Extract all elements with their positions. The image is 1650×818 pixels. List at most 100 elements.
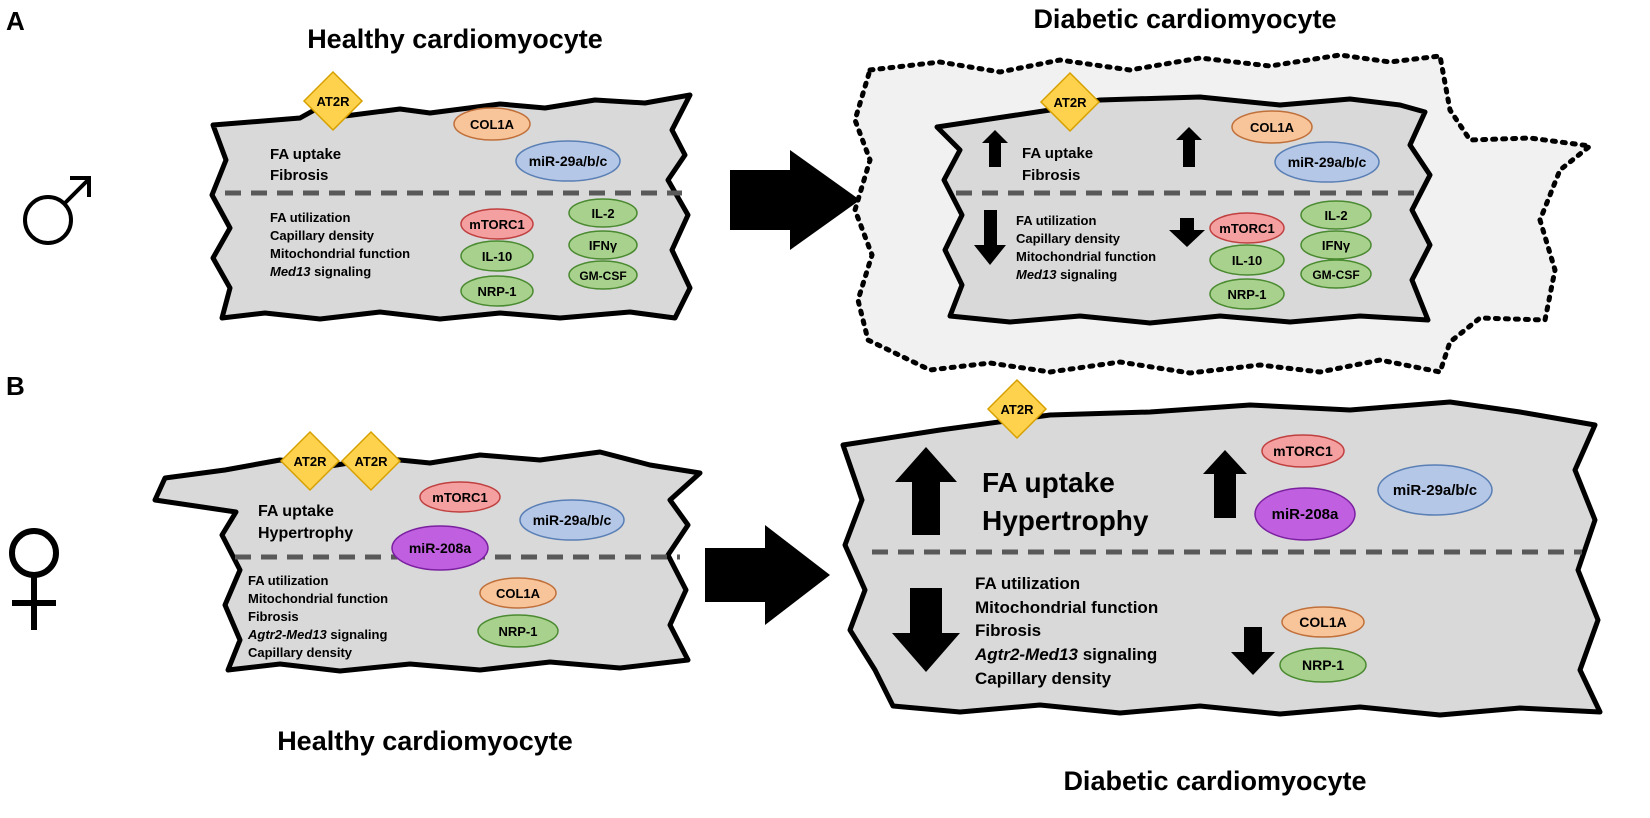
svg-text:COL1A: COL1A: [1250, 120, 1295, 135]
svg-text:NRP-1: NRP-1: [498, 624, 537, 639]
label-fa-uptake: FA uptake: [1022, 145, 1093, 162]
svg-text:AT2R: AT2R: [317, 94, 351, 109]
female-healthy-mir29: miR-29a/b/c: [519, 499, 625, 541]
down-arrow-icon: [1231, 627, 1275, 675]
svg-text:miR-29a/b/c: miR-29a/b/c: [1393, 482, 1477, 499]
svg-text:miR-208a: miR-208a: [1272, 506, 1339, 523]
label-mitochondrial-function: Mitochondrial function: [975, 598, 1158, 617]
title-male-diabetic: Diabetic cardiomyocyte: [1033, 4, 1336, 34]
label-capillary-density: Capillary density: [248, 645, 353, 660]
svg-text:AT2R: AT2R: [355, 454, 389, 469]
female-healthy-receptor: AT2R: [279, 430, 341, 492]
svg-text:NRP-1: NRP-1: [1302, 657, 1344, 673]
female-diabetic-receptor: AT2R: [986, 378, 1048, 440]
label-hypertrophy: Hypertrophy: [982, 505, 1149, 536]
svg-text:IL-2: IL-2: [1324, 208, 1347, 223]
label-med13-signaling: Med13 signaling: [270, 264, 371, 279]
svg-text:COL1A: COL1A: [496, 586, 541, 601]
female-healthy-mtorc1: mTORC1: [419, 481, 501, 513]
svg-text:GM-CSF: GM-CSF: [1312, 268, 1359, 282]
label-agtr2-med13-signaling: Agtr2-Med13 signaling: [974, 645, 1157, 664]
label-mitochondrial-function: Mitochondrial function: [1016, 249, 1156, 264]
svg-text:COL1A: COL1A: [1299, 614, 1346, 630]
female-diabetic-mir29: miR-29a/b/c: [1377, 464, 1493, 516]
svg-text:COL1A: COL1A: [470, 117, 515, 132]
up-arrow-icon: [1203, 450, 1247, 518]
male-diabetic-col1a: COL1A: [1231, 110, 1313, 144]
male-diabetic-ifng: IFNγ: [1300, 230, 1372, 260]
female-healthy-receptor: AT2R: [340, 430, 402, 492]
male-diabetic-mir29: miR-29a/b/c: [1274, 141, 1380, 183]
label-mitochondrial-function: Mitochondrial function: [270, 246, 410, 261]
svg-text:IL-10: IL-10: [1232, 253, 1262, 268]
label-fibrosis: Fibrosis: [975, 621, 1041, 640]
svg-text:miR-29a/b/c: miR-29a/b/c: [533, 512, 612, 528]
male-diabetic-il10: IL-10: [1209, 244, 1285, 276]
female-diabetic-mir208a: miR-208a: [1254, 487, 1356, 541]
male-healthy-mtorc1: mTORC1: [460, 208, 534, 240]
svg-text:IL-2: IL-2: [591, 206, 614, 221]
label-capillary-density: Capillary density: [975, 669, 1112, 688]
label-fa-uptake: FA uptake: [258, 503, 334, 520]
svg-text:NRP-1: NRP-1: [1227, 287, 1266, 302]
female-healthy-mir208a: miR-208a: [391, 525, 489, 571]
label-mitochondrial-function: Mitochondrial function: [248, 591, 388, 606]
female-diabetic-nrp1: NRP-1: [1279, 647, 1367, 683]
female-healthy-nrp1: NRP-1: [477, 614, 559, 648]
male-healthy-mir29: miR-29a/b/c: [515, 140, 621, 182]
male-diabetic-nrp1: NRP-1: [1209, 278, 1285, 310]
svg-text:AT2R: AT2R: [1054, 95, 1088, 110]
label-fibrosis: Fibrosis: [1022, 167, 1080, 184]
svg-text:GM-CSF: GM-CSF: [579, 269, 626, 283]
male-healthy-nrp1: NRP-1: [460, 275, 534, 307]
svg-text:mTORC1: mTORC1: [469, 217, 524, 232]
svg-text:AT2R: AT2R: [1001, 402, 1035, 417]
up-arrow-icon: [982, 130, 1008, 167]
male-healthy-ifng: IFNγ: [568, 230, 638, 260]
title-female-healthy: Healthy cardiomyocyte: [277, 726, 573, 756]
svg-text:IFNγ: IFNγ: [1322, 238, 1351, 253]
male-healthy-col1a: COL1A: [453, 107, 531, 141]
label-fa-utilization: FA utilization: [270, 210, 350, 225]
label-fa-utilization: FA utilization: [248, 573, 328, 588]
up-arrow-icon: [895, 447, 957, 535]
label-capillary-density: Capillary density: [270, 228, 375, 243]
svg-text:IFNγ: IFNγ: [589, 238, 618, 253]
svg-text:mTORC1: mTORC1: [1273, 443, 1333, 459]
down-arrow-icon: [1169, 218, 1205, 247]
label-capillary-density: Capillary density: [1016, 231, 1121, 246]
male-healthy-il2: IL-2: [568, 198, 638, 228]
male-symbol-icon: ♂: [23, 176, 91, 245]
svg-text:miR-208a: miR-208a: [409, 540, 471, 556]
title-female-diabetic: Diabetic cardiomyocyte: [1063, 766, 1366, 796]
male-diabetic-mtorc1: mTORC1: [1209, 212, 1285, 244]
female-healthy-col1a: COL1A: [479, 577, 557, 609]
female-symbol-icon: ♀: [9, 528, 59, 630]
label-fibrosis: Fibrosis: [248, 609, 299, 624]
female-diabetic-col1a: COL1A: [1281, 606, 1365, 638]
label-agtr2-med13-signaling: Agtr2-Med13 signaling: [247, 627, 387, 642]
title-male-healthy: Healthy cardiomyocyte: [307, 24, 603, 54]
svg-text:miR-29a/b/c: miR-29a/b/c: [529, 153, 608, 169]
panel-letter-b: B: [6, 371, 25, 401]
label-fa-utilization: FA utilization: [975, 574, 1080, 593]
label-fibrosis: Fibrosis: [270, 167, 328, 184]
female-diabetic-cell: [840, 399, 1603, 718]
transition-arrow-b: [705, 525, 830, 625]
svg-text:mTORC1: mTORC1: [432, 490, 487, 505]
down-arrow-icon: [892, 588, 960, 672]
up-arrow-icon: [1176, 127, 1202, 167]
svg-text:mTORC1: mTORC1: [1219, 221, 1274, 236]
svg-text:IL-10: IL-10: [482, 249, 512, 264]
transition-arrow-a: [730, 150, 860, 250]
down-arrow-icon: [974, 210, 1006, 265]
male-diabetic-il2: IL-2: [1300, 200, 1372, 230]
label-fa-uptake: FA uptake: [982, 467, 1115, 498]
panel-letter-a: A: [6, 6, 25, 36]
male-healthy-il10: IL-10: [460, 240, 534, 272]
label-fa-uptake: FA uptake: [270, 146, 341, 163]
male-healthy-receptor: AT2R: [302, 70, 364, 132]
label-hypertrophy: Hypertrophy: [258, 525, 353, 542]
svg-text:NRP-1: NRP-1: [477, 284, 516, 299]
